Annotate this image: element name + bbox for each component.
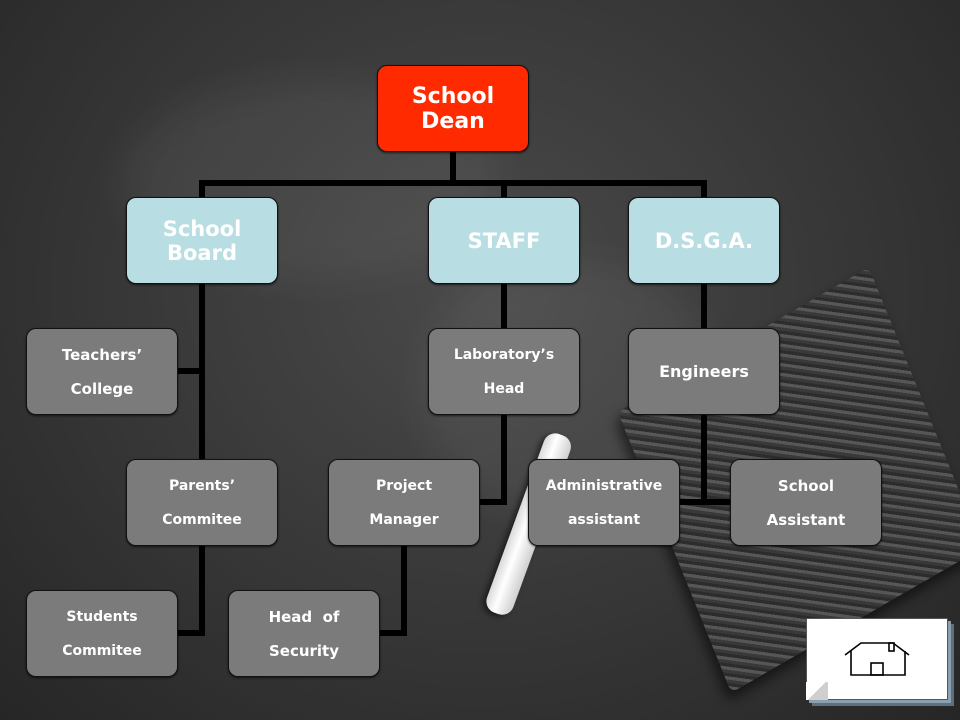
node-label-line: Administrative xyxy=(545,477,663,494)
node-students-commitee[interactable]: Students Commitee xyxy=(26,590,178,677)
node-teachers-college[interactable]: Teachers’ College xyxy=(26,328,178,415)
node-label-line: School xyxy=(777,476,835,495)
node-label-line: Head xyxy=(483,380,525,397)
home-button[interactable] xyxy=(806,618,948,700)
node-label-line: Teachers’ xyxy=(61,345,143,364)
page-curl xyxy=(806,682,828,700)
node-dsga[interactable]: D.S.G.A. xyxy=(628,197,780,284)
node-engineers[interactable]: Engineers xyxy=(628,328,780,415)
node-laboratory-head[interactable]: Laboratory’s Head xyxy=(428,328,580,415)
node-project-manager[interactable]: Project Manager xyxy=(328,459,480,546)
node-label-line: Assistant xyxy=(766,510,846,529)
node-label-line: Manager xyxy=(369,511,439,528)
node-label-line: Commitee xyxy=(162,511,242,528)
node-school-assistant[interactable]: School Assistant xyxy=(730,459,882,546)
node-head-of-security[interactable]: Head of Security xyxy=(228,590,380,677)
node-parents-commitee[interactable]: Parents’ Commitee xyxy=(126,459,278,546)
node-label: School Dean xyxy=(411,83,495,134)
node-label-line: Head of xyxy=(268,607,340,626)
node-label-line: Security xyxy=(268,641,340,660)
node-label-line: Students xyxy=(66,608,138,625)
node-school-board[interactable]: School Board xyxy=(126,197,278,284)
node-label-line: College xyxy=(70,379,134,398)
node-label-line: Commitee xyxy=(62,642,142,659)
node-school-dean[interactable]: School Dean xyxy=(377,65,529,152)
node-label: D.S.G.A. xyxy=(654,228,754,253)
home-icon xyxy=(844,642,910,676)
node-label-line: Laboratory’s xyxy=(453,346,555,363)
node-label-line: Parents’ xyxy=(168,477,236,494)
node-label-line: Project xyxy=(375,477,433,494)
node-label: STAFF xyxy=(467,228,541,253)
node-staff[interactable]: STAFF xyxy=(428,197,580,284)
node-label-line: Engineers xyxy=(659,361,749,381)
node-label-line: assistant xyxy=(567,511,641,528)
node-administrative-assistant[interactable]: Administrative assistant xyxy=(528,459,680,546)
node-label: School Board xyxy=(162,216,242,265)
